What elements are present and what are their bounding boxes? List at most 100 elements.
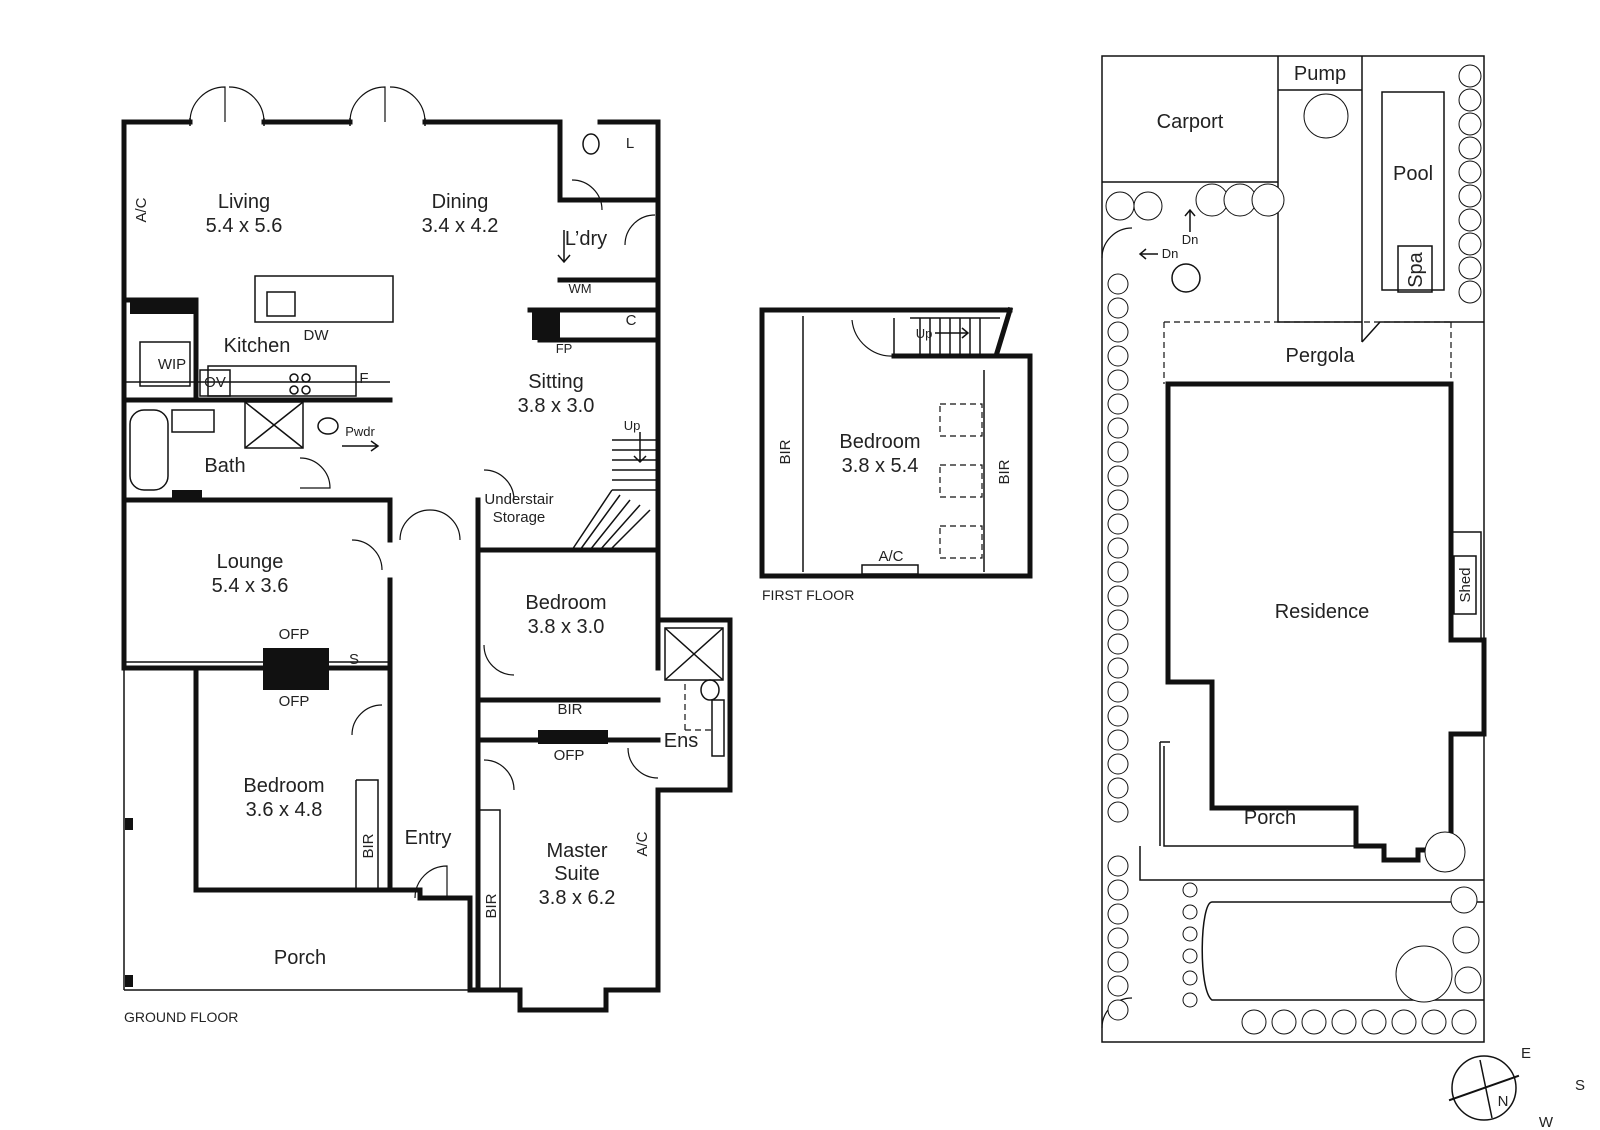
- tree-icon: [1107, 489, 1129, 511]
- tree-icon: [1107, 513, 1129, 535]
- tree-icon: [1182, 882, 1198, 898]
- site-porch-label: Porch: [1244, 807, 1296, 829]
- compass-west-label: W: [1539, 1114, 1554, 1130]
- tree-icon: [1331, 1009, 1357, 1035]
- pool-label: Pool: [1393, 163, 1433, 185]
- tree-icon: [1107, 297, 1129, 319]
- linen-label: L: [626, 135, 634, 152]
- entry-label: Entry: [405, 827, 452, 849]
- ground-floor-plan: [121, 86, 733, 1013]
- tree-icon: [1361, 1009, 1387, 1035]
- tree-icon: [1107, 321, 1129, 343]
- tree-icon: [1107, 465, 1129, 487]
- dining-label: Dining: [432, 191, 489, 213]
- tree-icon: [1107, 879, 1129, 901]
- carport-label: Carport: [1157, 111, 1224, 133]
- first-floor-bir-left: BIR: [777, 439, 794, 464]
- first-floor-title: FIRST FLOOR: [762, 587, 854, 603]
- understair-label-2: Storage: [493, 509, 546, 526]
- shed-label: Shed: [1457, 567, 1474, 602]
- washing-machine-label: WM: [568, 281, 591, 296]
- lounge-ofp-label: OFP: [279, 626, 310, 643]
- ground-floor-labels: Living 5.4 x 5.6 Dining 3.4 x 4.2 A/C Ki…: [124, 135, 698, 1025]
- tree-icon: [1107, 537, 1129, 559]
- residence-label: Residence: [1275, 601, 1370, 623]
- sitting-dims: 3.8 x 3.0: [518, 395, 595, 417]
- kitchen-label: Kitchen: [224, 335, 291, 357]
- tree-icon: [1133, 191, 1163, 221]
- tree-icon: [1107, 417, 1129, 439]
- tree-icon: [1107, 855, 1129, 877]
- step-down-label-1: Dn: [1182, 232, 1199, 247]
- lounge-label: Lounge: [217, 551, 284, 573]
- master-ofp-label: OFP: [554, 747, 585, 764]
- dishwasher-label: DW: [304, 327, 330, 344]
- porch-label: Porch: [274, 947, 326, 969]
- tree-icon: [1458, 160, 1482, 184]
- tree-icon: [1458, 64, 1482, 88]
- tree-icon: [1107, 393, 1129, 415]
- tree-icon: [1301, 1009, 1327, 1035]
- tree-icon: [1241, 1009, 1267, 1035]
- cupboard-label: C: [626, 312, 637, 329]
- tree-icon: [1451, 1009, 1477, 1035]
- sitting-label: Sitting: [528, 371, 584, 393]
- tree-icon: [1107, 609, 1129, 631]
- tree-icon: [1107, 681, 1129, 703]
- bedroom-2-label: Bedroom: [525, 592, 606, 614]
- first-floor-bedroom-dims: 3.8 x 5.4: [842, 455, 919, 477]
- tree-icon: [1391, 1009, 1417, 1035]
- bedroom-3-dims: 3.6 x 4.8: [246, 799, 323, 821]
- fridge-label: F: [359, 370, 368, 387]
- tree-icon: [1182, 992, 1198, 1008]
- tree-icon: [1458, 184, 1482, 208]
- fireplace-label: FP: [556, 341, 573, 356]
- first-floor-bedroom-label: Bedroom: [839, 431, 920, 453]
- powder-label: Pwdr: [345, 424, 375, 439]
- laundry-label: L’dry: [565, 228, 607, 250]
- tree-icon: [1107, 753, 1129, 775]
- living-dims: 5.4 x 5.6: [206, 215, 283, 237]
- wip-label: WIP: [158, 356, 186, 373]
- bedroom-3-label: Bedroom: [243, 775, 324, 797]
- tree-icon: [1458, 208, 1482, 232]
- tree-icon: [1452, 926, 1480, 954]
- tree-icon: [1107, 801, 1129, 823]
- tree-icon: [1105, 191, 1135, 221]
- tree-icon: [1458, 136, 1482, 160]
- master-label-2: Suite: [554, 863, 600, 885]
- understair-label-1: Understair: [484, 491, 553, 508]
- compass: E S N W: [1498, 1045, 1585, 1130]
- pergola-label: Pergola: [1286, 345, 1356, 367]
- tree-icon: [1107, 369, 1129, 391]
- shelf-label: S: [349, 651, 359, 668]
- step-down-label-2: Dn: [1162, 246, 1179, 261]
- first-floor-plan: [759, 306, 1033, 579]
- tree-icon: [1107, 927, 1129, 949]
- tree-icon: [1182, 970, 1198, 986]
- first-floor-bir-right: BIR: [996, 459, 1013, 484]
- tree-icon: [1458, 256, 1482, 280]
- compass-south-label: S: [1575, 1077, 1585, 1094]
- spa-label: Spa: [1405, 251, 1427, 287]
- lounge-dims: 5.4 x 3.6: [212, 575, 289, 597]
- tree-icon: [1454, 966, 1482, 994]
- tree-icon: [1195, 183, 1229, 217]
- pump-label: Pump: [1294, 63, 1346, 85]
- oven-label: OV: [204, 374, 226, 391]
- bedroom-2-dims: 3.8 x 3.0: [528, 616, 605, 638]
- master-label-1: Master: [546, 840, 607, 862]
- tree-icon: [1107, 657, 1129, 679]
- compass-north-label: N: [1498, 1093, 1509, 1110]
- tree-icon: [1107, 345, 1129, 367]
- ground-floor-title: GROUND FLOOR: [124, 1009, 238, 1025]
- tree-icon: [1107, 633, 1129, 655]
- ensuite-label: Ens: [664, 730, 698, 752]
- bedroom-ofp-label: OFP: [279, 693, 310, 710]
- bath-label: Bath: [204, 455, 245, 477]
- bedroom-3-bir-label: BIR: [360, 833, 377, 858]
- tree-icon: [1458, 88, 1482, 112]
- tree-icon: [1107, 561, 1129, 583]
- site-labels: Pump Carport Pool Spa Dn Dn Pergola Resi…: [1157, 63, 1474, 829]
- dining-dims: 3.4 x 4.2: [422, 215, 499, 237]
